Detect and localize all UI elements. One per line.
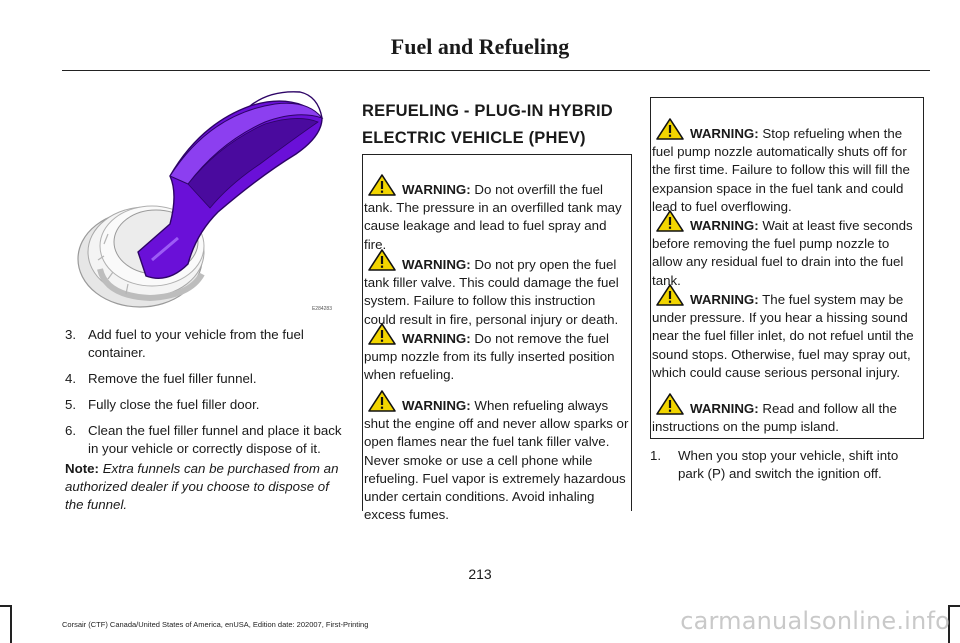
note: Note: Extra funnels can be purchased fro… — [65, 460, 345, 514]
warning-text: The fuel system may be under pressure. I… — [652, 292, 914, 380]
crop-mark — [10, 605, 12, 643]
warning-text: Do not pry open the fuel tank filler val… — [364, 257, 619, 327]
list-item: 5. Fully close the fuel filler door. — [65, 396, 345, 414]
step-number: 6. — [65, 423, 77, 438]
warning-label: WARNING: — [402, 257, 471, 272]
warning-7: WARNING: The fuel system may be under pr… — [652, 284, 922, 382]
warning-icon — [368, 249, 396, 271]
warning-box — [362, 154, 632, 511]
funnel-illustration: E284283 — [77, 91, 332, 312]
warning-text: When refueling always shut the engine of… — [364, 398, 629, 523]
warning-text: Stop refueling when the fuel pump nozzle… — [652, 126, 910, 214]
warning-icon — [656, 210, 684, 232]
step-number: 4. — [65, 371, 77, 386]
note-label: Note: — [65, 461, 99, 476]
refueling-steps: 1. When you stop your vehicle, shift into… — [650, 447, 925, 483]
crop-mark — [0, 605, 12, 607]
warning-text: Read and follow all the instructions on … — [652, 401, 897, 435]
crop-mark — [948, 605, 960, 607]
warning-text: Wait at least five seconds before removi… — [652, 218, 913, 288]
watermark[interactable]: carmanualsonline.info — [680, 607, 950, 635]
procedure-steps: 3. Add fuel to your vehicle from the fuel… — [65, 326, 345, 466]
list-item: 6. Clean the fuel filler funnel and place… — [65, 422, 345, 458]
warning-text: Do not remove the fuel pump nozzle from … — [364, 331, 615, 383]
step-text: When you stop your vehicle, shift into p… — [678, 448, 899, 481]
warning-icon — [368, 323, 396, 345]
warning-3: WARNING: Do not remove the fuel pump noz… — [364, 323, 630, 385]
warning-4: WARNING: When refueling always shut the … — [364, 390, 630, 524]
note-text: Extra funnels can be purchased from an a… — [65, 461, 339, 512]
header-rule — [62, 70, 930, 71]
warning-icon — [368, 174, 396, 196]
footer-edition-text: Corsair (CTF) Canada/United States of Am… — [62, 620, 369, 629]
step-text: Add fuel to your vehicle from the fuel c… — [88, 327, 304, 360]
step-text: Fully close the fuel filler door. — [88, 397, 260, 412]
warning-label: WARNING: — [402, 182, 471, 197]
warning-label: WARNING: — [690, 292, 759, 307]
warning-label: WARNING: — [690, 126, 759, 141]
warning-icon — [656, 393, 684, 415]
warning-1: WARNING: Do not overfill the fuel tank. … — [364, 174, 630, 254]
warning-6: WARNING: Wait at least five seconds befo… — [652, 210, 922, 290]
warning-5: WARNING: Stop refueling when the fuel pu… — [652, 118, 922, 216]
warning-2: WARNING: Do not pry open the fuel tank f… — [364, 249, 630, 329]
warning-icon — [368, 390, 396, 412]
warning-label: WARNING: — [690, 218, 759, 233]
warning-icon — [656, 284, 684, 306]
figure-code: E284283 — [312, 306, 332, 312]
step-number: 3. — [65, 327, 77, 342]
warning-box — [650, 97, 924, 439]
list-item: 1. When you stop your vehicle, shift into… — [650, 447, 925, 483]
funnel-body — [137, 91, 324, 279]
step-number: 5. — [65, 397, 77, 412]
section-heading: REFUELING - PLUG-IN HYBRID ELECTRIC VEHI… — [362, 102, 613, 147]
warning-label: WARNING: — [402, 398, 471, 413]
warning-icon — [656, 118, 684, 140]
page-header-title: Fuel and Refueling — [390, 34, 570, 59]
warning-text: Do not overfill the fuel tank. The press… — [364, 182, 622, 252]
page-number: 213 — [468, 566, 492, 582]
step-text: Clean the fuel filler funnel and place i… — [88, 423, 342, 456]
warning-label: WARNING: — [402, 331, 471, 346]
list-item: 4. Remove the fuel filler funnel. — [65, 370, 345, 388]
warning-label: WARNING: — [690, 401, 759, 416]
step-number: 1. — [650, 448, 662, 463]
list-item: 3. Add fuel to your vehicle from the fuel… — [65, 326, 345, 362]
crop-mark — [948, 605, 950, 643]
step-text: Remove the fuel filler funnel. — [88, 371, 257, 386]
warning-8: WARNING: Read and follow all the instruc… — [652, 393, 922, 436]
